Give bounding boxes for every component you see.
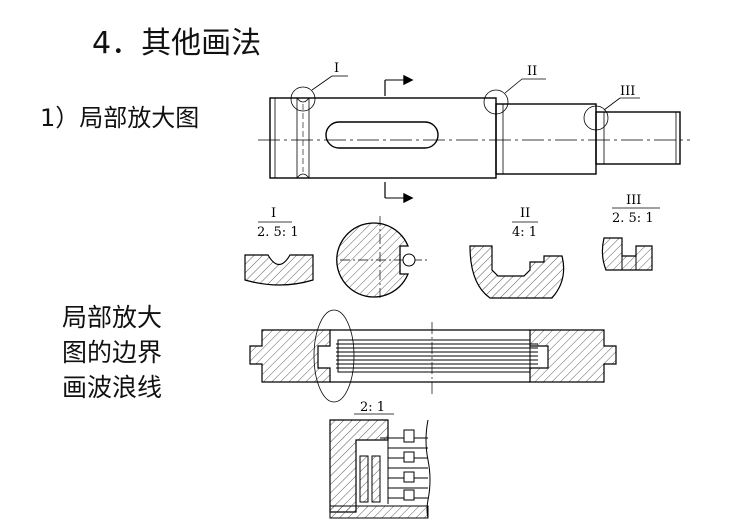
shaft-mid-section <box>495 103 597 175</box>
section-subtitle: 1）局部放大图 <box>40 104 200 132</box>
disc-section-view <box>249 309 617 403</box>
detail-circle-3 <box>583 105 609 131</box>
detail-mark-3: III <box>620 84 635 99</box>
detail-3-scale: 2. 5: 1 <box>612 211 654 226</box>
detail-view-4 <box>329 413 431 519</box>
detail-view-1 <box>244 221 314 286</box>
detail-3-label: III <box>626 193 641 208</box>
shaft-drawing <box>258 74 690 204</box>
keyway-slot <box>325 121 439 149</box>
shaft-end-section <box>595 111 681 165</box>
detail-circle-1 <box>290 86 316 112</box>
detail-view-3 <box>601 207 660 271</box>
cross-section-view <box>336 216 430 300</box>
detail-1-scale: 2. 5: 1 <box>257 225 299 240</box>
side-note: 局部放大 图的边界 画波浪线 <box>62 300 162 405</box>
side-note-line-1: 局部放大 <box>62 303 163 332</box>
detail-2-label: II <box>520 206 530 221</box>
detail-mark-2: II <box>527 64 537 79</box>
detail-2-scale: 4: 1 <box>512 225 537 240</box>
side-note-line-2: 图的边界 <box>62 338 163 367</box>
detail-1-label: I <box>271 206 276 221</box>
side-note-line-3: 画波浪线 <box>62 373 163 402</box>
detail-4-scale: 2: 1 <box>360 400 385 415</box>
detail-view-2 <box>469 221 565 299</box>
detail-mark-1: I <box>334 61 339 76</box>
detail-circle-2 <box>483 89 509 115</box>
page-title: 4．其他画法 <box>92 26 262 61</box>
shaft-main-body <box>269 97 497 179</box>
detail-oval <box>313 309 355 403</box>
